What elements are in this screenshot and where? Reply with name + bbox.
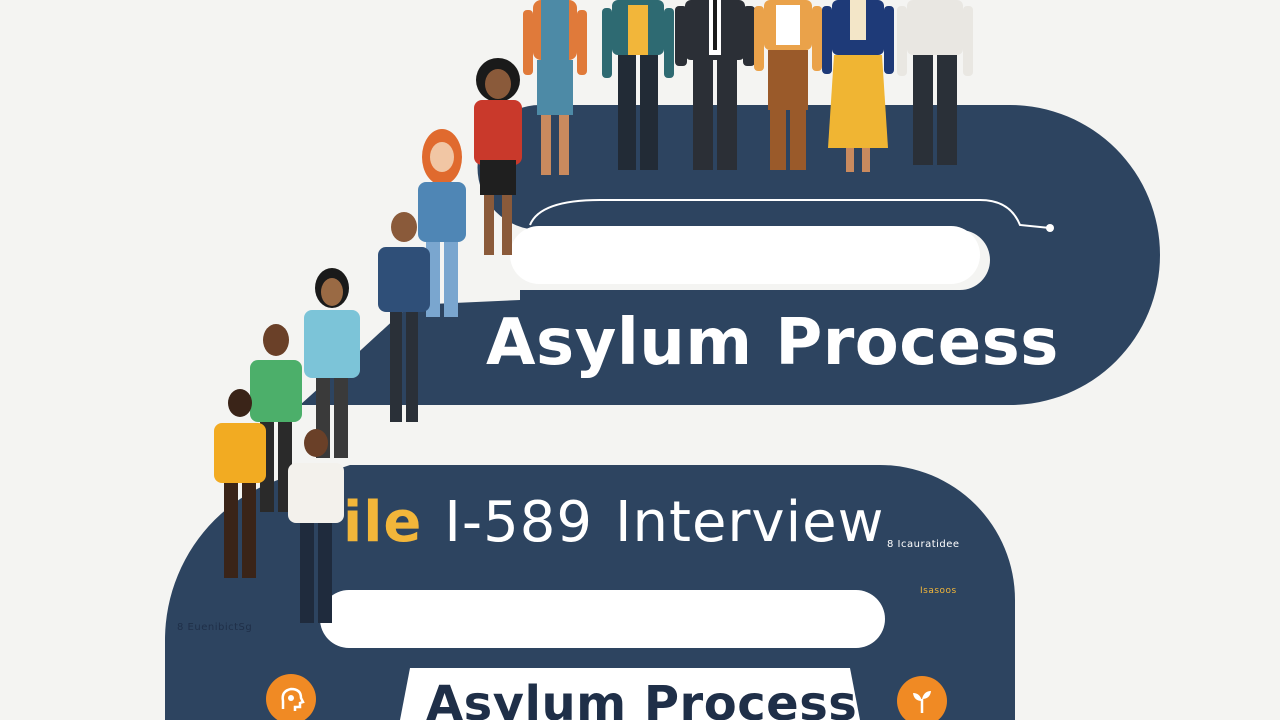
person bbox=[897, 0, 973, 165]
bottom-plate bbox=[400, 668, 860, 720]
plant-icon bbox=[897, 676, 947, 720]
person bbox=[754, 0, 822, 170]
person bbox=[418, 129, 466, 317]
person bbox=[523, 0, 587, 175]
head-profile-icon bbox=[266, 674, 316, 720]
main-heading: Asylum Process bbox=[486, 306, 1059, 380]
person bbox=[304, 268, 360, 458]
person bbox=[474, 58, 522, 255]
person bbox=[288, 429, 344, 623]
guide-line bbox=[529, 199, 1051, 229]
person bbox=[378, 212, 430, 422]
step-prefix: ile bbox=[343, 490, 423, 555]
person bbox=[822, 0, 894, 172]
step-form: I-589 bbox=[444, 490, 593, 555]
person bbox=[250, 324, 302, 512]
guide-line-dot bbox=[1046, 224, 1054, 232]
small-label-right-upper: 8 Icauratidee bbox=[887, 539, 960, 550]
process-steps-line: ile I-589 Interview bbox=[343, 490, 884, 555]
people-queue bbox=[214, 58, 522, 623]
person bbox=[214, 389, 266, 578]
lower-road-channel bbox=[320, 590, 885, 648]
small-label-right-lower: Isasoos bbox=[920, 586, 957, 596]
upper-road-channel bbox=[510, 226, 980, 284]
person bbox=[675, 0, 755, 170]
people-back-row bbox=[523, 0, 973, 175]
bottom-heading: Asylum Process bbox=[426, 676, 858, 720]
person bbox=[602, 0, 674, 170]
step-interview: Interview bbox=[614, 490, 885, 555]
small-label-left: 8 EuenibictSg bbox=[177, 622, 253, 633]
